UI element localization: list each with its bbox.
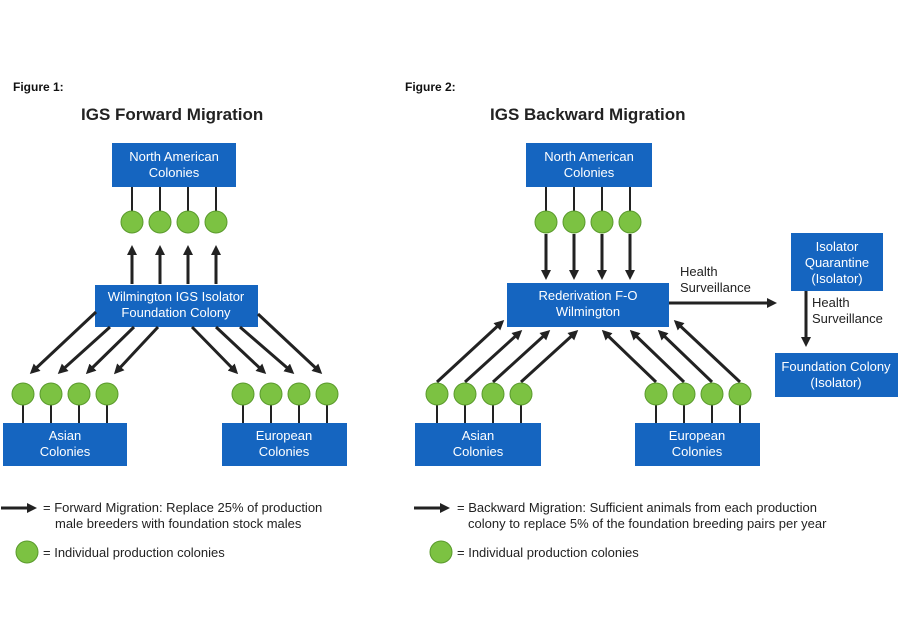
colony-dot <box>672 382 696 406</box>
colony-dot <box>453 382 477 406</box>
legend-arrow-text-line: male breeders with foundation stock male… <box>55 516 302 531</box>
figure2-quarantine-box: Isolator Quarantine (Isolator) <box>791 233 883 291</box>
colony-dot <box>562 210 586 234</box>
colony-dot <box>67 382 91 406</box>
colony-dot <box>644 382 668 406</box>
figure2-asian-arrows <box>435 319 579 384</box>
colony-dot <box>259 382 283 406</box>
figure2-foundation-box: Foundation Colony (Isolator) <box>775 353 898 397</box>
legend-arrow-text-line: colony to replace 5% of the foundation b… <box>468 516 827 531</box>
health-surveillance-label-2: Surveillance <box>812 311 883 326</box>
box-line: European <box>256 428 312 443</box>
legend-dot-icon <box>429 540 453 564</box>
box-line: (Isolator) <box>811 271 862 286</box>
health-surveillance-label-1: Health <box>680 264 718 279</box>
colony-dot <box>700 382 724 406</box>
box-line: Wilmington <box>556 304 620 319</box>
figure1-european-colony-dots <box>231 382 339 423</box>
figure1-asian-arrows <box>29 310 160 375</box>
figure2-european-colony-dots <box>644 382 752 423</box>
colony-dot <box>481 382 505 406</box>
box-line: Wilmington IGS Isolator <box>108 289 245 304</box>
colony-dot <box>618 210 642 234</box>
box-line: Quarantine <box>805 255 869 270</box>
figure2-asian-box: Asian Colonies <box>415 423 541 466</box>
box-line: Colonies <box>149 165 200 180</box>
colony-dot <box>176 210 200 234</box>
figure1-asian-colony-dots <box>11 382 119 423</box>
figure1-north-american-box: North American Colonies <box>112 143 236 187</box>
figure1-european-arrows <box>190 312 323 375</box>
colony-dot <box>148 210 172 234</box>
figure2-north-american-box: North American Colonies <box>526 143 652 187</box>
box-line: Colonies <box>40 444 91 459</box>
figure2-down-arrows <box>541 234 635 280</box>
colony-dot <box>728 382 752 406</box>
figure1-foundation-box: Wilmington IGS Isolator Foundation Colon… <box>95 285 258 327</box>
colony-dot <box>231 382 255 406</box>
legend-arrow-text-line: = Forward Migration: Replace 25% of prod… <box>43 500 322 515</box>
health-surveillance-label-1: Surveillance <box>680 280 751 295</box>
figure1-label: Figure 1: <box>13 80 64 94</box>
figure1-asian-box: Asian Colonies <box>3 423 127 466</box>
colony-dot <box>425 382 449 406</box>
box-line: Foundation Colony <box>781 359 891 374</box>
health-surveillance-label-2: Health <box>812 295 850 310</box>
figure1-na-colony-dots <box>120 187 228 234</box>
legend-arrow-text-line: = Backward Migration: Sufficient animals… <box>457 500 817 515</box>
figure1-up-arrows <box>127 245 221 284</box>
box-line: (Isolator) <box>810 375 861 390</box>
figure1-legend: = Forward Migration: Replace 25% of prod… <box>1 500 322 564</box>
box-line: Rederivation F-O <box>539 288 638 303</box>
colony-dot <box>509 382 533 406</box>
colony-dot <box>315 382 339 406</box>
colony-dot <box>534 210 558 234</box>
colony-dot <box>204 210 228 234</box>
legend-dot-text: = Individual production colonies <box>43 545 225 560</box>
figure1-title: IGS Forward Migration <box>81 105 263 124</box>
colony-dot <box>120 210 144 234</box>
box-line: Asian <box>49 428 82 443</box>
box-line: Isolator <box>816 239 859 254</box>
box-line: North American <box>129 149 219 164</box>
box-line: North American <box>544 149 634 164</box>
figure2-title: IGS Backward Migration <box>490 105 686 124</box>
figure2-legend: = Backward Migration: Sufficient animals… <box>414 500 827 564</box>
legend-dot-text: = Individual production colonies <box>457 545 639 560</box>
box-line: Colonies <box>259 444 310 459</box>
colony-dot <box>95 382 119 406</box>
box-line: Colonies <box>564 165 615 180</box>
colony-dot <box>39 382 63 406</box>
box-line: European <box>669 428 725 443</box>
figure1-european-box: European Colonies <box>222 423 347 466</box>
figure2-asian-colony-dots <box>425 382 533 423</box>
figure2-european-box: European Colonies <box>635 423 760 466</box>
figure2-na-colony-dots <box>534 187 642 234</box>
colony-dot <box>11 382 35 406</box>
figure2-label: Figure 2: <box>405 80 456 94</box>
figure2-european-arrows <box>601 319 742 384</box>
box-line: Foundation Colony <box>121 305 231 320</box>
box-line: Colonies <box>672 444 723 459</box>
colony-dot <box>590 210 614 234</box>
legend-dot-icon <box>15 540 39 564</box>
box-line: Asian <box>462 428 495 443</box>
colony-dot <box>287 382 311 406</box>
box-line: Colonies <box>453 444 504 459</box>
figure2-rederivation-box: Rederivation F-O Wilmington <box>507 283 669 327</box>
